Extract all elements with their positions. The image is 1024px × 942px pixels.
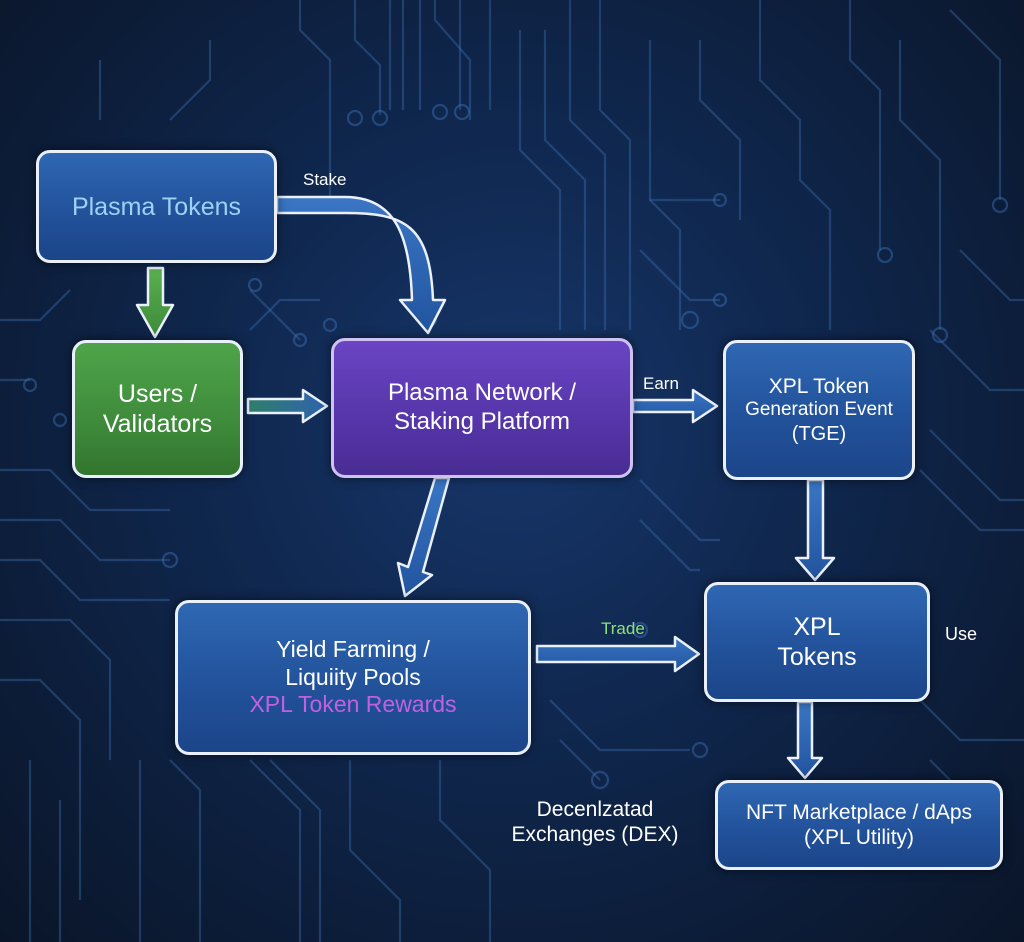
network-to-yield-arrow	[396, 476, 451, 598]
node-xpl-tokens-line1: XPL	[793, 613, 841, 641]
node-xpl-tge-line3: (TGE)	[791, 422, 847, 445]
dex-label-line2: Exchanges (DEX)	[511, 823, 679, 847]
trade-arrow	[535, 635, 701, 673]
node-plasma-network-line2: Staking Platform	[393, 408, 571, 435]
node-yield-farming-line2: Liquiity Pools	[285, 663, 421, 690]
xpl-to-nft-arrow	[786, 700, 824, 780]
node-plasma-network[interactable]: Plasma Network / Staking Platform	[331, 338, 633, 478]
earn-arrow	[631, 388, 719, 424]
stake-arrow	[275, 195, 447, 335]
dex-label-line1: Decenlzatad	[536, 798, 654, 821]
node-xpl-tge-line1: XPL Token	[768, 375, 870, 398]
node-users-validators-line2: Validators	[102, 410, 213, 438]
node-nft-marketplace-line1: NFT Marketplace / dAps	[745, 800, 973, 824]
node-xpl-tokens-line2: Tokens	[777, 643, 857, 671]
node-xpl-tge-line2: Generation Event	[745, 399, 893, 421]
node-users-validators[interactable]: Users / Validators	[72, 340, 243, 478]
node-plasma-network-line1: Plasma Network /	[387, 379, 577, 407]
trade-label: Trade	[601, 619, 645, 638]
dex-label: Decenlzatad Exchanges (DEX)	[490, 797, 700, 847]
node-yield-farming-line1: Yield Farming /	[276, 636, 430, 663]
node-yield-farming-rewards: XPL Token Rewards	[249, 691, 457, 718]
node-plasma-tokens[interactable]: Plasma Tokens	[36, 150, 277, 263]
earn-label: Earn	[643, 374, 679, 393]
node-nft-marketplace[interactable]: NFT Marketplace / dAps (XPL Utility)	[715, 780, 1003, 870]
plasma-to-users-arrow	[135, 266, 175, 339]
stake-label: Stake	[303, 170, 347, 189]
tge-to-xpl-arrow	[794, 478, 836, 582]
node-yield-farming[interactable]: Yield Farming / Liquiity Pools XPL Token…	[175, 600, 531, 755]
node-xpl-tokens[interactable]: XPL Tokens	[704, 582, 930, 702]
node-plasma-tokens-label: Plasma Tokens	[71, 192, 242, 221]
node-users-validators-line1: Users /	[117, 380, 198, 408]
node-xpl-tge[interactable]: XPL Token Generation Event (TGE)	[723, 340, 915, 480]
node-nft-marketplace-line2: (XPL Utility)	[803, 826, 915, 849]
use-label: Use	[945, 624, 978, 644]
users-to-network-arrow	[246, 388, 329, 424]
